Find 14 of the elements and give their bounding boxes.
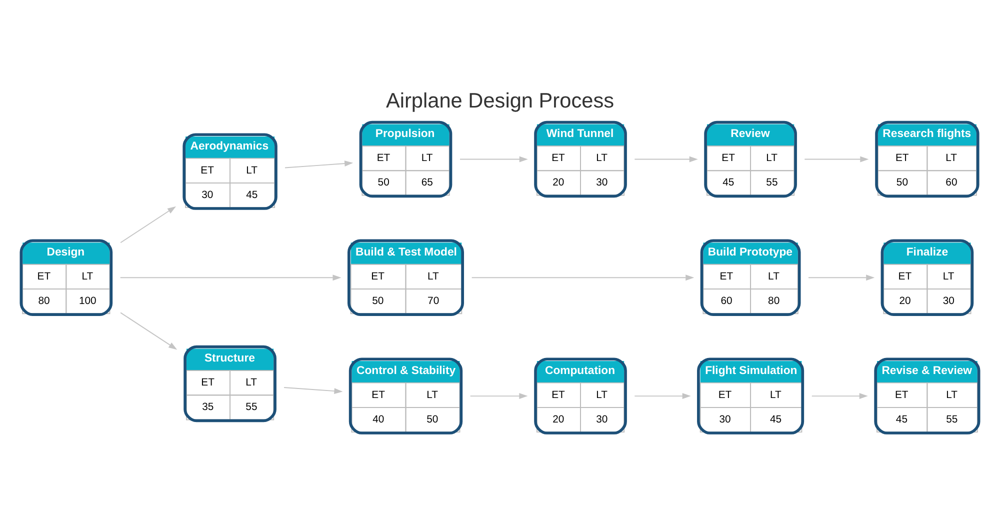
arrow — [811, 392, 868, 399]
arrow — [284, 160, 354, 168]
arrow — [120, 312, 178, 350]
arrow — [470, 392, 528, 399]
arrow — [804, 156, 869, 162]
arrow — [460, 156, 528, 162]
arrow — [120, 274, 342, 280]
arrow — [120, 206, 176, 243]
arrow — [634, 392, 691, 399]
arrow — [284, 386, 343, 394]
arrow — [471, 274, 694, 280]
arrow — [634, 156, 698, 162]
diagram-title: Airplane Design Process — [386, 88, 614, 112]
arrow — [808, 274, 875, 280]
